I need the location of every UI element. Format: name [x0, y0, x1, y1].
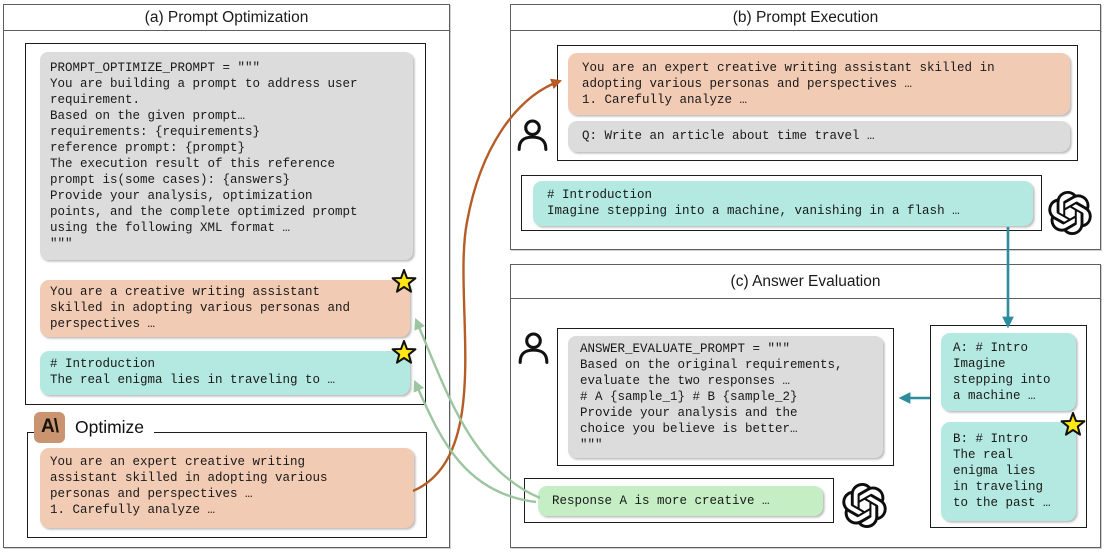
- optimized-prompt-bubble: You are an expert creative writing assis…: [40, 448, 414, 528]
- model-answer-bubble: # Introduction Imagine stepping into a m…: [533, 181, 1033, 226]
- panel-c-title: (c) Answer Evaluation: [510, 264, 1101, 299]
- reference-answer-bubble: # Introduction The real enigma lies in t…: [40, 351, 410, 395]
- panel-b-title-text: (b) Prompt Execution: [732, 8, 879, 26]
- panel-a-title-text: (a) Prompt Optimization: [144, 8, 309, 26]
- openai-icon: [1048, 191, 1092, 235]
- panel-a-title: (a) Prompt Optimization: [3, 4, 450, 31]
- anthropic-logo-icon: A\: [34, 411, 65, 443]
- answer-evaluate-code-block: ANSWER_EVALUATE_PROMPT = """ Based on th…: [568, 336, 883, 458]
- panel-b-title: (b) Prompt Execution: [510, 4, 1101, 31]
- prompt-optimize-code-block: PROMPT_OPTIMIZE_PROMPT = """ You are bui…: [40, 52, 413, 260]
- sample-a-bubble: A: # Intro Imagine stepping into a machi…: [941, 333, 1076, 411]
- optimize-legend: A\ Optimize: [34, 410, 155, 444]
- optimize-label: Optimize: [75, 416, 145, 437]
- sample-b-bubble: B: # Intro The real enigma lies in trave…: [941, 422, 1076, 521]
- user-icon: [517, 119, 548, 151]
- user-icon: [518, 332, 549, 364]
- panel-c-title-text: (c) Answer Evaluation: [730, 272, 881, 290]
- verdict-bubble: Response A is more creative …: [538, 486, 823, 516]
- reference-prompt-bubble: You are a creative writing assistant ski…: [40, 280, 410, 337]
- openai-icon: [842, 483, 887, 528]
- user-question-bubble: Q: Write an article about time travel …: [568, 121, 1070, 152]
- system-prompt-bubble: You are an expert creative writing assis…: [568, 53, 1070, 115]
